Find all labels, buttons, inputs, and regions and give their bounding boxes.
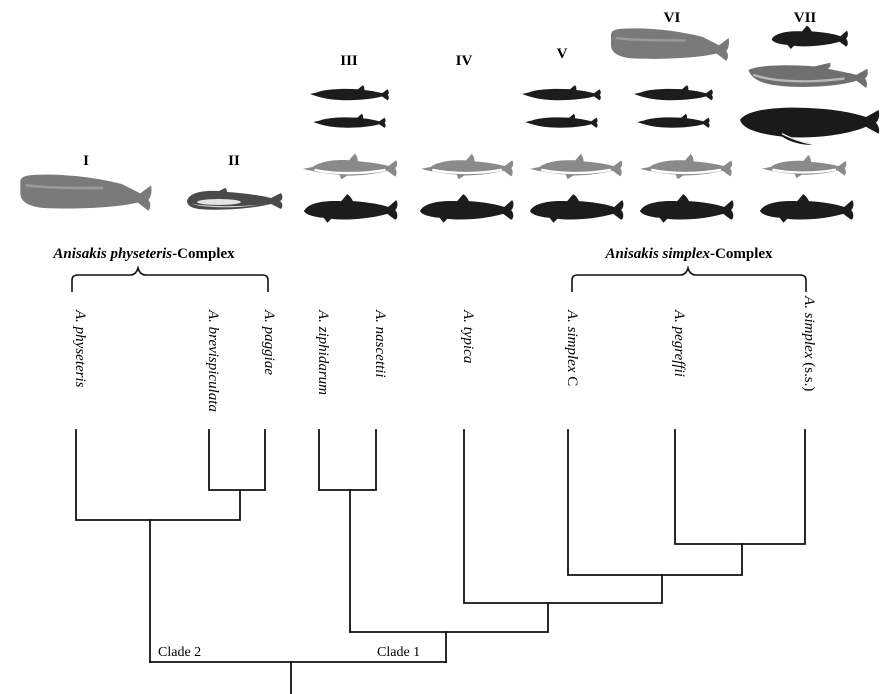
pilot-whale-illustration [640,194,733,222]
species-suffix: (s.s.) [801,358,817,391]
host-group-numeral: V [557,46,568,62]
tree-branch [76,430,240,520]
killer-whale-illustration [772,26,848,49]
braces [72,268,806,292]
host-group-numeral: IV [456,53,473,69]
species-name: A. brevispiculata [205,309,221,412]
pilot-whale-illustration [530,194,623,222]
simplex-complex-brace [572,268,806,292]
species-label: A. ziphidarum [315,309,331,395]
complex-name: Anisakis physeteris [52,246,172,262]
dolphin-illustration [640,154,732,179]
species-name: A. paggiae [261,309,277,375]
species-label: A. simplex C [564,309,580,386]
complex-suffix: -Complex [710,246,773,262]
tree-branch [568,430,742,575]
host-group-numeral: I [83,153,89,169]
pilot-whale-illustration [304,194,397,222]
tree-branch [675,430,805,544]
dolphin-illustration [303,154,397,180]
species-label: A. typica [460,309,476,363]
tree-branch [464,430,662,603]
species-label: A. nascettii [372,309,388,378]
sperm-whale-illustration [611,28,729,60]
clade-2-label: Clade 2 [158,645,201,660]
pygmy-sperm-whale-illustration [187,188,282,210]
species-suffix: C [564,372,580,386]
humpback-whale-illustration [740,108,879,145]
species-label: A. brevispiculata [205,309,221,412]
complex-label-physeteris: Anisakis physeteris-Complex [52,246,235,262]
beaked-whale-illustration [522,85,601,100]
dolphin-illustration [421,154,513,179]
host-group-labels: I II III IV V VI VII [83,10,816,169]
complex-label-simplex: Anisakis simplex-Complex [604,246,773,262]
baleen-whale-illustration [749,63,868,88]
species-name: A. ziphidarum [315,309,331,395]
pilot-whale-illustration [420,194,513,222]
dolphin-illustration [530,154,622,179]
tree-branch [350,603,548,632]
beaked-whale-illustration [634,85,713,100]
species-name: A. simplex [564,309,580,373]
species-name: A. simplex [801,295,817,359]
species-label: A. physeteris [72,309,88,388]
clade-1-label: Clade 1 [377,645,420,660]
beaked-whale-illustration [525,114,597,128]
dolphin-illustration [762,155,846,178]
complex-name: Anisakis simplex [604,246,710,262]
host-group-numeral: II [228,153,240,169]
species-label: A. pegreffii [671,309,687,377]
sperm-whale-illustration [20,175,151,211]
host-illustrations [20,26,879,223]
host-group-numeral: III [340,53,358,69]
tree-branch [209,430,265,490]
beaked-whale-illustration [310,85,389,100]
species-name: A. nascettii [372,309,388,378]
beaked-whale-illustration [313,114,385,128]
beaked-whale-illustration [637,114,709,128]
species-name: A. pegreffii [671,309,687,377]
species-label: A. simplex (s.s.) [801,295,817,391]
species-name: A. physeteris [72,309,88,388]
species-label: A. paggiae [261,309,277,375]
host-group-numeral: VII [794,10,817,26]
complex-suffix: -Complex [172,246,235,262]
tree-branch [319,430,376,490]
pilot-whale-illustration [760,194,853,222]
species-labels: A. physeteris A. brevispiculata A. paggi… [72,295,817,412]
physeteris-complex-brace [72,268,268,292]
species-name: A. typica [460,309,476,363]
host-group-numeral: VI [664,10,681,26]
